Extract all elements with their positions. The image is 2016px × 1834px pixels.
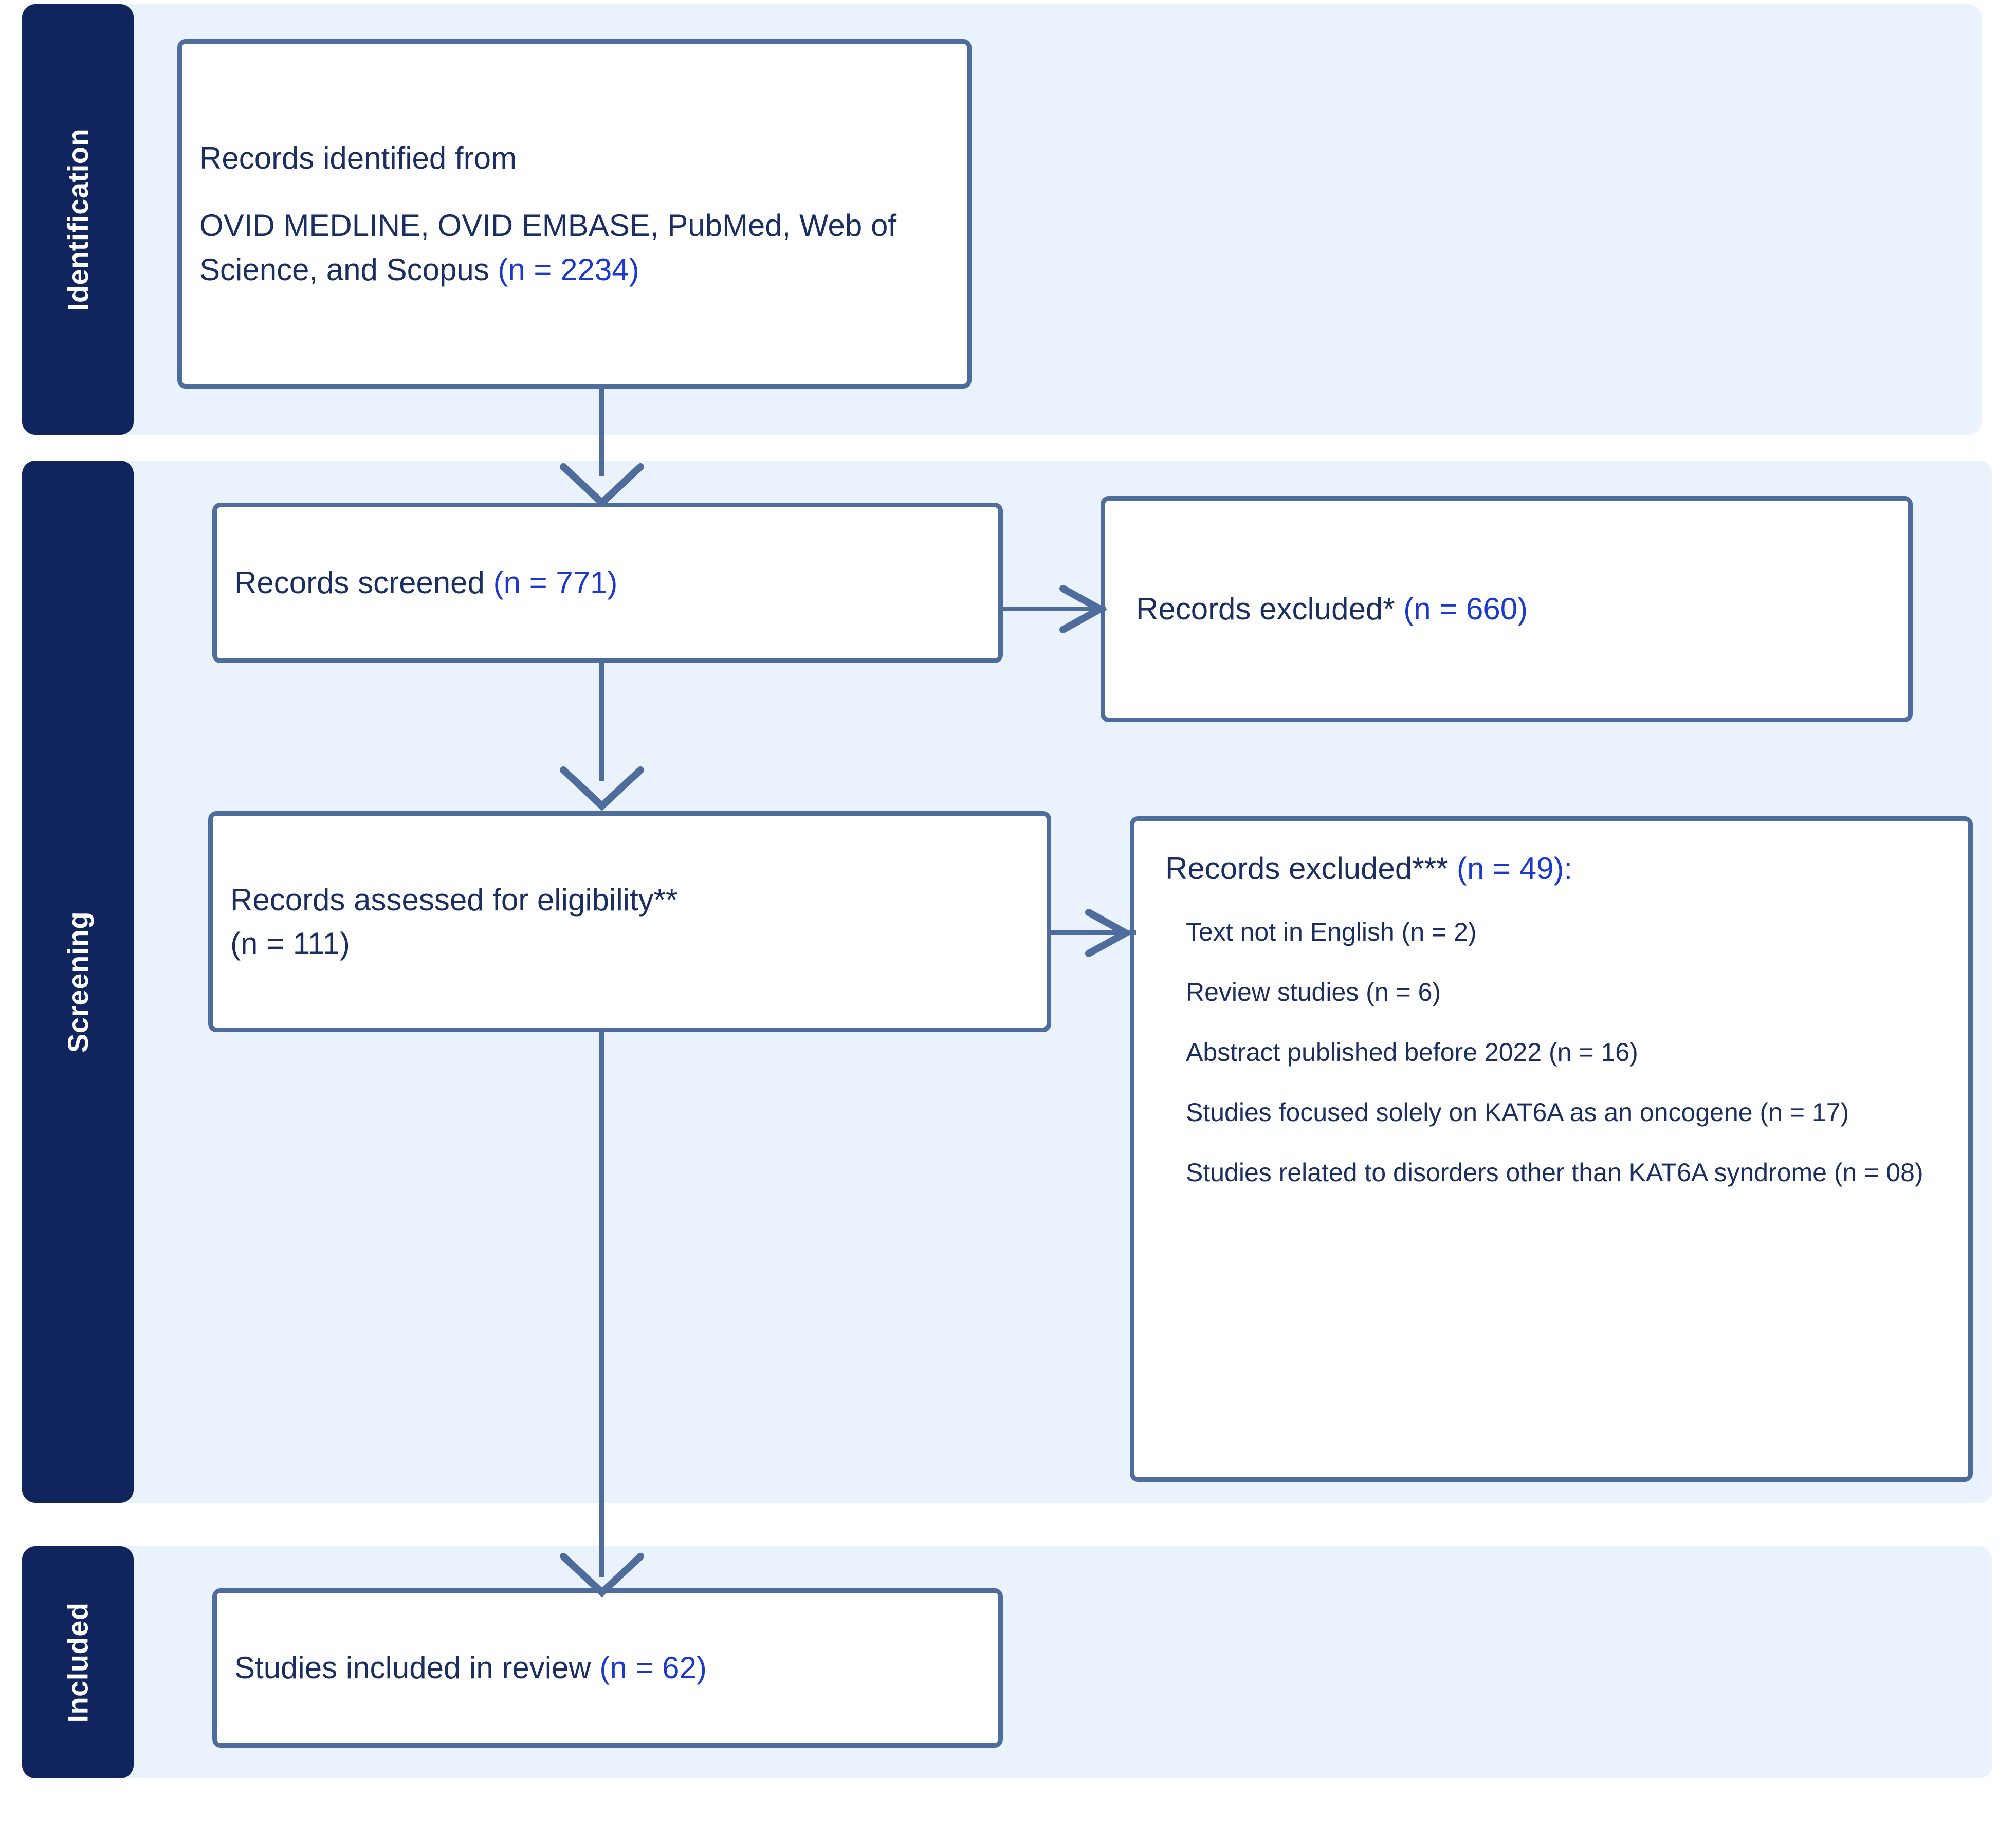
records-identified-count: (n = 2234) <box>498 252 639 287</box>
records-screened-count: (n = 771) <box>493 565 618 600</box>
phase-label-identification-text: Identification <box>62 128 95 311</box>
records-excluded-screening-line: Records excluded* (n = 660) <box>1105 587 1908 631</box>
box-studies-included: Studies included in review (n = 62) <box>212 1588 1003 1748</box>
records-excluded-eligibility-line: Records excluded*** (n = 49): <box>1134 847 1968 890</box>
box-records-identified: Records identified from OVID MEDLINE, OV… <box>177 39 972 389</box>
arrowhead-right-excluded-screening <box>1059 583 1110 635</box>
exclusion-reason-1: Text not in English (n = 2) <box>1186 918 1477 947</box>
phase-label-screening-text: Screening <box>62 911 95 1053</box>
records-excluded-screening-label: Records excluded* <box>1136 592 1404 627</box>
phase-label-included: Included <box>22 1546 134 1778</box>
phase-label-screening: Screening <box>22 461 134 1503</box>
box-records-excluded-eligibility: Records excluded*** (n = 49): Text not i… <box>1130 816 1973 1482</box>
records-identified-sources-text: OVID MEDLINE, OVID EMBASE, PubMed, Web o… <box>199 208 897 287</box>
exclusion-reason-3: Abstract published before 2022 (n = 16) <box>1186 1038 1638 1067</box>
connector-eligibility-to-excluded <box>1051 930 1136 935</box>
records-excluded-eligibility-count: (n = 49): <box>1456 851 1573 886</box>
exclusion-reason-4: Studies focused solely on KAT6A as an on… <box>1186 1098 1849 1127</box>
connector-screened-to-eligibility <box>599 663 604 781</box>
records-excluded-screening-count: (n = 660) <box>1403 592 1528 627</box>
records-eligibility-count: (n = 111) <box>230 926 350 961</box>
box-records-excluded-screening: Records excluded* (n = 660) <box>1101 496 1913 722</box>
exclusion-reason-2: Review studies (n = 6) <box>1186 978 1441 1007</box>
records-eligibility-label: Records assessed for eligibility** <box>230 882 678 917</box>
records-excluded-eligibility-label: Records excluded*** <box>1165 851 1457 886</box>
studies-included-label: Studies included in review <box>234 1650 600 1685</box>
box-records-assessed-eligibility: Records assessed for eligibility** (n = … <box>208 811 1051 1032</box>
exclusion-reason-5: Studies related to disorders other than … <box>1186 1158 1923 1187</box>
arrowhead-right-excluded-eligibility <box>1085 907 1136 959</box>
records-identified-sources: OVID MEDLINE, OVID EMBASE, PubMed, Web o… <box>182 204 967 291</box>
records-screened-line: Records screened (n = 771) <box>217 561 998 604</box>
records-identified-line1: Records identified from <box>199 141 517 176</box>
studies-included-count: (n = 62) <box>599 1650 707 1685</box>
phase-label-included-text: Included <box>62 1602 95 1723</box>
phase-label-identification: Identification <box>22 4 134 435</box>
connector-eligibility-to-included <box>599 1032 604 1577</box>
connector-screened-to-excluded <box>1003 607 1106 611</box>
studies-included-line: Studies included in review (n = 62) <box>217 1646 998 1690</box>
records-screened-label: Records screened <box>234 565 493 600</box>
connector-identified-to-screened <box>599 389 604 476</box>
box-records-screened: Records screened (n = 771) <box>212 503 1003 663</box>
